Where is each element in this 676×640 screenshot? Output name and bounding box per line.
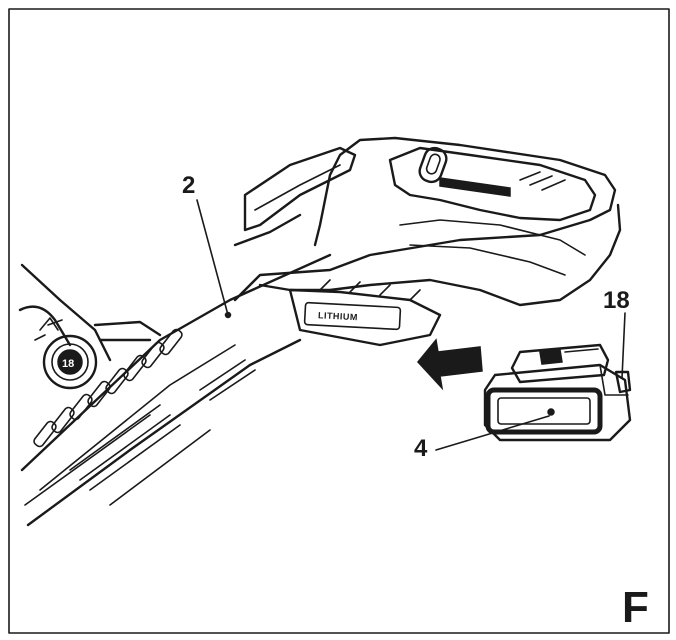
receptacle-ribs — [319, 279, 421, 301]
handle-lower-outer — [258, 203, 622, 307]
head-top-edge — [20, 263, 112, 362]
insert-arrow-icon — [417, 338, 483, 391]
leader-line-4 — [435, 415, 550, 451]
figure-frame — [8, 8, 670, 634]
shaft-inner-line-2 — [24, 414, 151, 506]
battery-receptacle — [288, 288, 442, 347]
battery-latch-button — [539, 349, 563, 365]
handle-grip-inner — [399, 219, 586, 256]
grip-vent-strip — [439, 171, 566, 197]
battery-front-face — [485, 387, 603, 435]
battery-dot — [547, 408, 555, 416]
label-part-4: 4 — [414, 435, 428, 462]
battery-latch — [510, 343, 610, 384]
handle-grip-top — [388, 146, 597, 222]
trigger-line — [254, 164, 341, 211]
shaft-grooves — [69, 359, 256, 506]
leader-line-18 — [621, 312, 626, 379]
figure-letter: F — [622, 583, 649, 632]
shaft-lower-edge — [26, 338, 302, 527]
brand-plate-text: LITHIUM — [318, 310, 358, 322]
handle-grip-inner-2 — [409, 244, 566, 276]
tool-body: LITHIUM 18 — [18, 136, 622, 527]
battery-body — [483, 363, 632, 442]
label-part-18: 18 — [603, 287, 630, 314]
label-part-2: 2 — [182, 172, 195, 199]
head-clamp — [93, 320, 162, 337]
shaft-vents — [33, 328, 183, 448]
dial-number: 18 — [62, 358, 74, 370]
battery-side-tab — [614, 370, 632, 394]
battery-pack-icon — [483, 343, 632, 442]
lock-button — [418, 146, 448, 184]
dial: 18 — [34, 317, 98, 390]
trigger-lower — [233, 213, 302, 247]
shaft-inner-line — [39, 344, 236, 491]
handle-outer — [233, 136, 617, 302]
handle-trigger — [243, 146, 357, 232]
leader-line-2 — [196, 199, 229, 316]
brand-plate: LITHIUM — [303, 301, 402, 331]
head-bracket — [18, 305, 72, 347]
leader-dot-2 — [224, 311, 232, 319]
